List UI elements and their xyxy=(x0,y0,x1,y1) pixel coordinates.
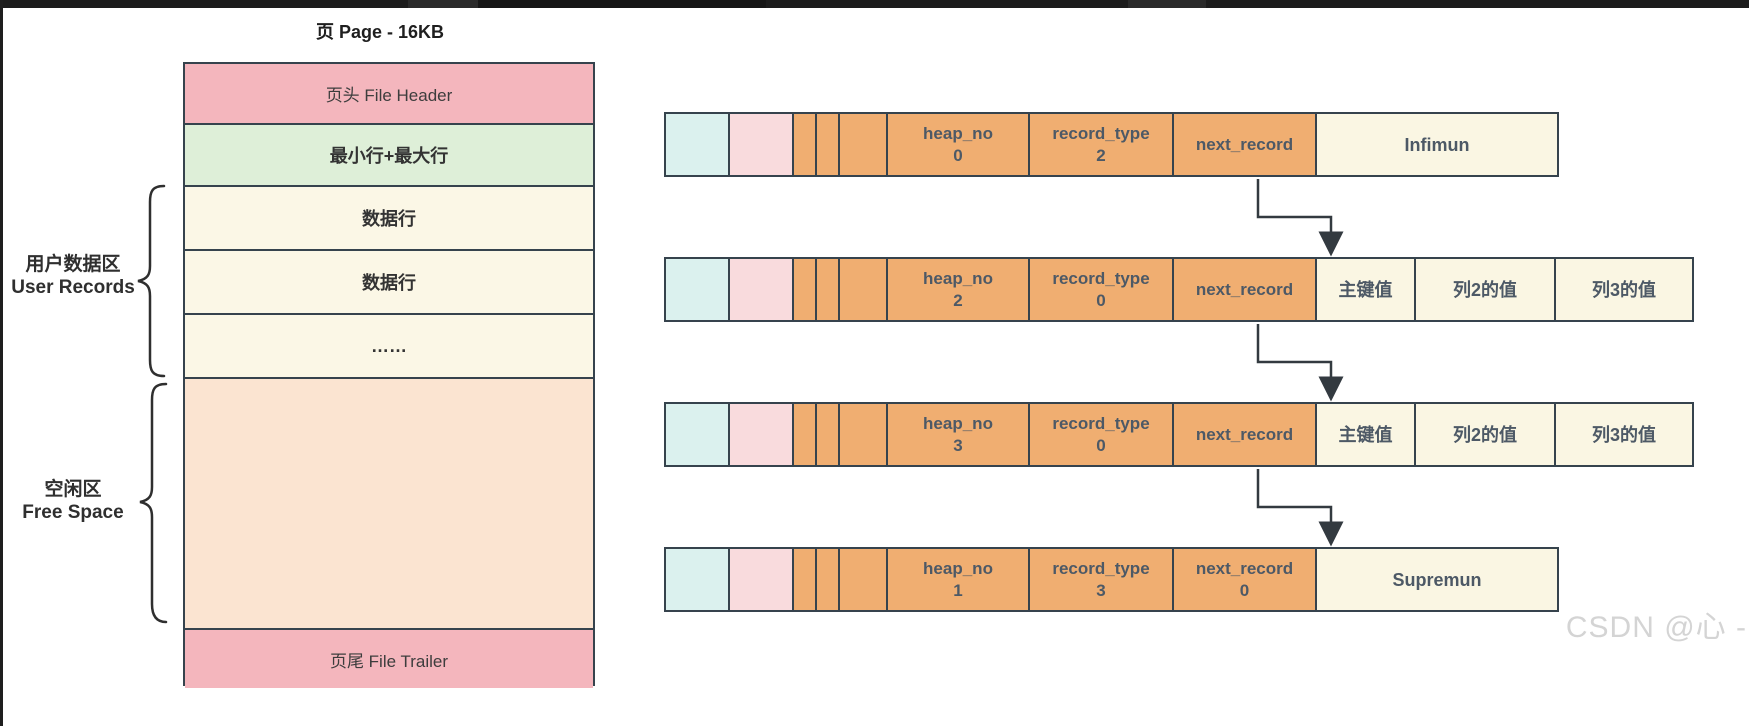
record-flag-cell xyxy=(815,112,840,177)
record-extra-info-cell xyxy=(664,112,730,177)
record-null-bitmap-cell xyxy=(728,547,794,612)
section-data-row: 数据行 xyxy=(185,187,593,251)
window-top-bar xyxy=(0,0,1749,8)
next-record-cell: next_record xyxy=(1172,112,1317,177)
primary-key-cell: 主键值 xyxy=(1315,402,1416,467)
record-flag-cell xyxy=(838,257,888,322)
section-file-trailer: 页尾 File Trailer xyxy=(185,630,593,688)
record-flag-cell xyxy=(838,547,888,612)
column3-value-cell: 列3的值 xyxy=(1554,257,1694,322)
record-flag-cell xyxy=(792,112,817,177)
csdn-watermark: CSDN @心 - xyxy=(1565,611,1747,644)
column2-value-cell: 列2的值 xyxy=(1414,257,1556,322)
top-bar-segment xyxy=(0,0,408,8)
primary-key-cell: 主键值 xyxy=(1315,257,1416,322)
infimun-cell: Infimun xyxy=(1315,112,1559,177)
top-bar-segment xyxy=(408,0,478,8)
annotation-free-space: 空闲区 Free Space xyxy=(0,478,146,524)
arrow-infimun-to-heap2 xyxy=(1256,179,1344,257)
record-extra-info-cell xyxy=(664,547,730,612)
annotation-user-records-cn: 用户数据区 xyxy=(25,254,121,275)
top-bar-segment xyxy=(1206,0,1749,8)
record-flag-cell xyxy=(838,112,888,177)
annotation-free-space-cn: 空闲区 xyxy=(44,479,102,500)
supremun-cell: Supremun xyxy=(1315,547,1559,612)
arrow-heap2-to-heap3 xyxy=(1256,324,1344,402)
record-flag-cell xyxy=(792,547,817,612)
next-record-cell: next_record xyxy=(1172,257,1317,322)
record-extra-info-cell xyxy=(664,257,730,322)
record-flag-cell xyxy=(815,257,840,322)
record-flag-cell xyxy=(792,257,817,322)
column3-value-cell: 列3的值 xyxy=(1554,402,1694,467)
section-min-max-row: 最小行+最大行 xyxy=(185,125,593,187)
section-file-header: 页头 File Header xyxy=(185,64,593,125)
page-title: 页 Page - 16KB xyxy=(315,22,445,42)
arrow-heap3-to-supremun xyxy=(1256,469,1344,547)
top-bar-segment xyxy=(478,0,766,8)
section-ellipsis-row: …… xyxy=(185,315,593,379)
annotation-user-records: 用户数据区 User Records xyxy=(0,253,146,299)
record-null-bitmap-cell xyxy=(728,402,794,467)
top-bar-segment xyxy=(766,0,1128,8)
annotation-user-records-en: User Records xyxy=(11,277,135,298)
record-flag-cell xyxy=(838,402,888,467)
section-free-space xyxy=(185,379,593,630)
column2-value-cell: 列2的值 xyxy=(1414,402,1556,467)
top-bar-segment xyxy=(1128,0,1206,8)
page-structure-box: 页头 File Header 最小行+最大行 数据行 数据行 …… 页尾 Fil… xyxy=(183,62,595,688)
record-flag-cell xyxy=(815,547,840,612)
window-left-edge xyxy=(0,0,3,726)
record-null-bitmap-cell xyxy=(728,112,794,177)
record-flag-cell xyxy=(792,402,817,467)
record-flag-cell xyxy=(815,402,840,467)
record-extra-info-cell xyxy=(664,402,730,467)
annotation-free-space-en: Free Space xyxy=(22,502,124,523)
section-data-row: 数据行 xyxy=(185,251,593,315)
record-null-bitmap-cell xyxy=(728,257,794,322)
next-record-cell: next_record xyxy=(1172,402,1317,467)
